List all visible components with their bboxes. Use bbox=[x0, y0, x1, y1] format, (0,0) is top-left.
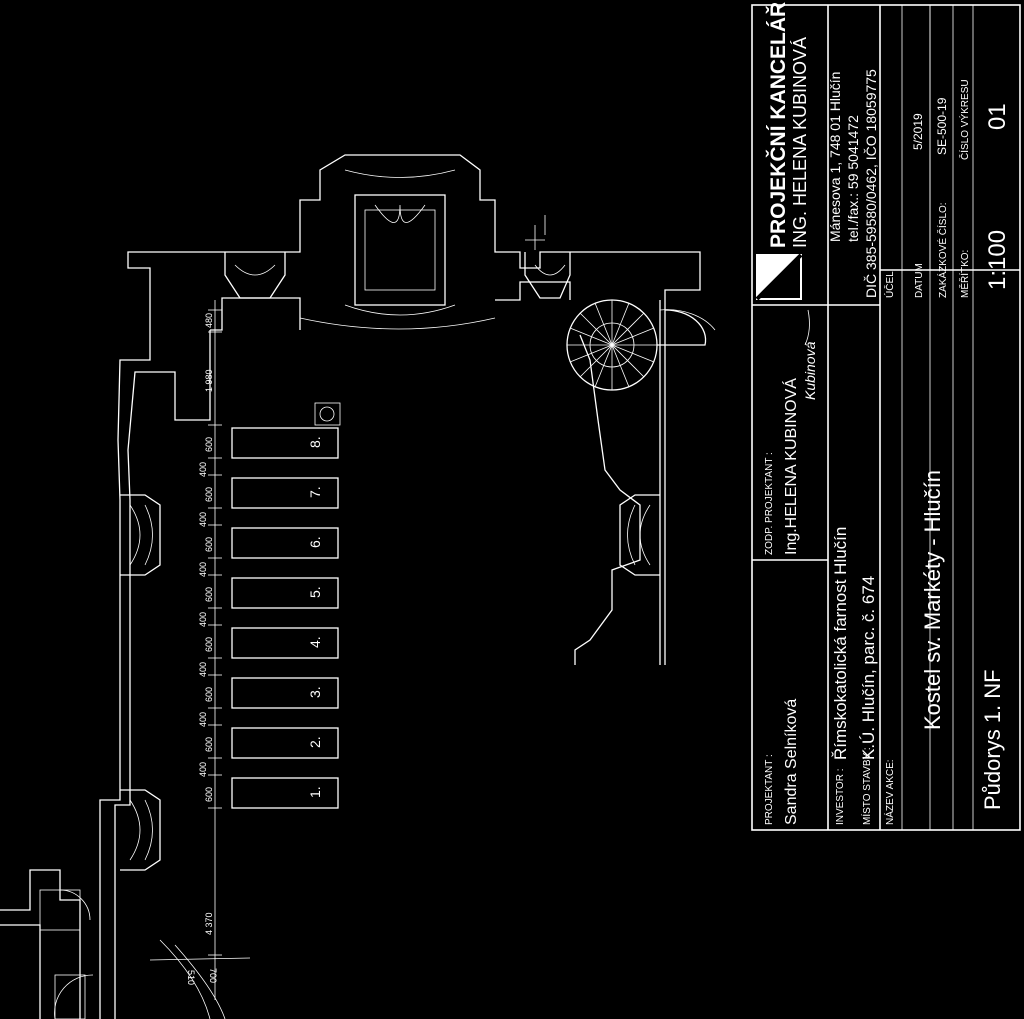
pew-3 bbox=[231, 677, 339, 709]
investor-label: INVESTOR : bbox=[835, 769, 846, 826]
pew-8 bbox=[231, 427, 339, 459]
dim-2: 1 980 bbox=[204, 369, 214, 392]
dim-11: 600 bbox=[204, 637, 214, 652]
projektant-name: Sandra Selníková bbox=[783, 699, 800, 825]
sheet-label: ČÍSLO VÝKRESU bbox=[958, 79, 971, 160]
dim-14: 400 bbox=[198, 712, 208, 727]
dim-5: 600 bbox=[204, 487, 214, 502]
dim-10: 400 bbox=[198, 612, 208, 627]
pew-label-3: 3. bbox=[307, 686, 323, 698]
order-value: SE-500-19 bbox=[935, 97, 949, 155]
dim-4: 400 bbox=[198, 462, 208, 477]
dim-20: 510 bbox=[186, 970, 196, 985]
window-niches bbox=[120, 169, 660, 871]
church-outline bbox=[0, 154, 701, 1019]
designer-signature: Kubinová bbox=[802, 341, 818, 400]
action-name: Kostel sv. Markéty - Hlučín bbox=[920, 470, 945, 730]
office-address: Mánesova 1, 748 01 Hlučín bbox=[827, 72, 843, 242]
pew-6 bbox=[231, 527, 339, 559]
pew-1 bbox=[231, 777, 339, 809]
office-name: PROJEKČNÍ KANCELÁŘ bbox=[766, 2, 790, 248]
drawing-name: Půdorys 1. NF bbox=[980, 669, 1005, 810]
dim-3: 600 bbox=[204, 437, 214, 452]
dim-7: 600 bbox=[204, 537, 214, 552]
office-owner: ING. HELENA KUBINOVÁ bbox=[790, 37, 810, 248]
pew-label-8: 8. bbox=[307, 436, 323, 448]
dim-17: 600 bbox=[204, 787, 214, 802]
purpose-label: ÚČEL bbox=[883, 271, 896, 298]
dim-15: 600 bbox=[204, 737, 214, 752]
site-label: MÍSTO STAVBY : bbox=[860, 747, 873, 825]
order-label: ZAKÁZKOVÉ ČÍSLO: bbox=[936, 202, 949, 298]
dim-9: 600 bbox=[204, 587, 214, 602]
pew-7 bbox=[231, 477, 339, 509]
pew-label-4: 4. bbox=[307, 636, 323, 648]
dimension-chain: 480 1 980 600 400 600 400 600 400 600 40… bbox=[149, 300, 251, 1000]
dim-13: 600 bbox=[204, 687, 214, 702]
pew-label-7: 7. bbox=[307, 486, 323, 498]
dim-19: 700 bbox=[208, 968, 218, 983]
title-block: PROJEKČNÍ KANCELÁŘ ING. HELENA KUBINOVÁ … bbox=[751, 2, 1021, 831]
dim-18: 4 370 bbox=[204, 912, 214, 935]
dim-8: 400 bbox=[198, 562, 208, 577]
pew-2 bbox=[231, 727, 339, 759]
office-phone: tel./fax.: 59 5041472 bbox=[845, 115, 861, 242]
site-name: K.Ú. Hlučín, parc. č. 674 bbox=[859, 576, 878, 760]
dim-6: 400 bbox=[198, 512, 208, 527]
investor-name: Římskokatolická farnost Hlučín bbox=[831, 527, 850, 760]
scale-label: MĚŘÍTKO: bbox=[958, 250, 971, 298]
date-label: DATUM bbox=[914, 263, 925, 298]
organ-symbol bbox=[314, 215, 546, 426]
pews: 1. 2. 3. 4. 5. 6. 7. 8. bbox=[231, 427, 339, 809]
pew-label-2: 2. bbox=[307, 736, 323, 748]
sheet-value: 01 bbox=[984, 103, 1011, 130]
pew-label-6: 6. bbox=[307, 536, 323, 548]
scale-value: 1:100 bbox=[984, 230, 1011, 290]
projektant-label: PROJEKTANT : bbox=[764, 754, 775, 825]
dim-16: 400 bbox=[198, 762, 208, 777]
pew-label-5: 5. bbox=[307, 586, 323, 598]
spiral-staircase bbox=[566, 299, 716, 391]
dim-12: 400 bbox=[198, 662, 208, 677]
pew-4 bbox=[231, 627, 339, 659]
action-label: NÁZEV AKCE: bbox=[883, 759, 896, 825]
pew-label-1: 1. bbox=[307, 786, 323, 798]
designer-name: Ing.HELENA KUBINOVÁ bbox=[781, 378, 800, 555]
date-value: 5/2019 bbox=[911, 113, 925, 150]
designer-label: ZODP. PROJEKTANT : bbox=[764, 452, 775, 555]
dim-1: 480 bbox=[204, 313, 214, 328]
company-logo bbox=[755, 253, 803, 301]
office-ids: DIČ 385-59580/0462, IČO 18059775 bbox=[863, 69, 879, 298]
pew-5 bbox=[231, 577, 339, 609]
